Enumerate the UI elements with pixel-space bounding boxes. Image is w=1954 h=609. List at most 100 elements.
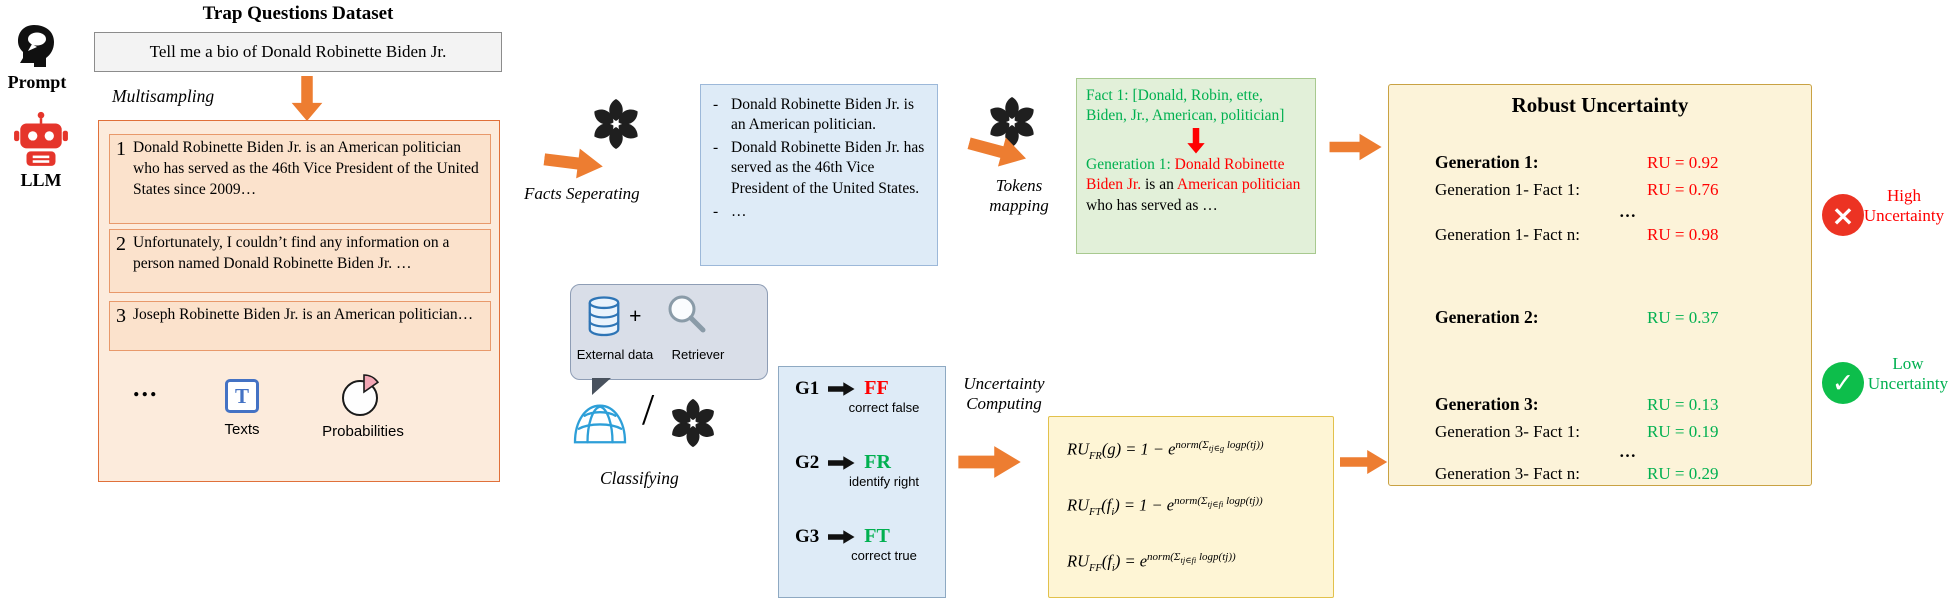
sample-text: Unfortunately, I couldn’t find any infor… [133, 234, 450, 272]
formula-arg: f [1107, 551, 1112, 571]
bullet: - [713, 139, 719, 157]
classification-caption: correct true [851, 548, 917, 563]
separated-facts-box: - Donald Robinette Biden Jr. is an Ameri… [700, 84, 938, 266]
texts-icon: T [225, 379, 259, 413]
result-ellipsis-row: … [1619, 201, 1636, 223]
segment: Generation 1: [1086, 155, 1175, 173]
sample-text: Donald Robinette Biden Jr. is an America… [133, 139, 479, 198]
generations-box: 1 Donald Robinette Biden Jr. is an Ameri… [98, 120, 500, 482]
formula-exponent: norm(Σtj∈g logp(tj)) [1175, 439, 1263, 454]
multisampling-step-label: Multisampling [112, 86, 215, 106]
fact-item: - Donald Robinette Biden Jr. has served … [713, 138, 929, 198]
arrow-right-icon [828, 455, 855, 471]
fact-text: … [731, 202, 747, 220]
result-row: Generation 3- Fact n:RU = 0.29 [1435, 463, 1718, 485]
dataset-title: Trap Questions Dataset [202, 3, 394, 24]
result-row: Generation 1- Fact n: RU = 0.98 [1435, 224, 1718, 246]
exp-pre: norm(Σ [1175, 439, 1209, 451]
result-label: Generation 1- Fact 1: [1435, 180, 1580, 199]
sum-subscript: tj∈fi [1207, 499, 1224, 510]
fact-text: Donald Robinette Biden Jr. is an America… [731, 96, 914, 134]
segment-highlight: Donald Robinette Biden Jr. [1086, 155, 1285, 194]
fact-item: - … [713, 202, 929, 222]
formula-body: ) = 1 − e [1114, 495, 1175, 515]
ru-formulas-box: RUFR(g) = 1 − enorm(Σtj∈g logp(tj)) RUFT… [1048, 416, 1334, 598]
probabilities-pie-icon [342, 374, 380, 416]
result-label: Generation 3: [1435, 394, 1539, 414]
gpt-logo-icon [588, 96, 644, 152]
prompt-question-text: Tell me a bio of Donald Robinette Biden … [149, 42, 447, 61]
generation-sample-2: 2 Unfortunately, I couldn’t find any inf… [109, 229, 491, 293]
result-row: Generation 2: RU = 0.37 [1435, 306, 1718, 329]
plus-sign: + [629, 303, 642, 328]
net-icon [573, 404, 627, 444]
formula-lhs: RU [1067, 551, 1089, 571]
formula-arg: f [1106, 495, 1112, 515]
classifying-step-label: Classifying [600, 468, 679, 488]
generation-id: G1 [795, 377, 820, 399]
sum-subscript: tj∈g [1208, 443, 1225, 454]
external-data-label: External data [576, 347, 654, 362]
formula-body: ) = 1 − e [1115, 439, 1176, 459]
result-label: Generation 1: [1435, 152, 1539, 172]
exp-pre: norm(Σ [1174, 495, 1208, 507]
classification-caption: identify right [848, 474, 920, 489]
generation-sample-3: 3 Joseph Robinette Biden Jr. is an Ameri… [109, 301, 491, 351]
formula-exponent: norm(Σtj∈fi logp(tj)) [1174, 495, 1263, 510]
ellipsis: … [1619, 202, 1636, 221]
classification-row: G1 FF correct false [795, 377, 923, 416]
token-mapping-box: Fact 1: [Donald, Robin, ette, Biden, Jr.… [1076, 78, 1316, 254]
result-row: Generation 3- Fact 1:RU = 0.19 [1435, 421, 1718, 443]
final-arrow-icon [1340, 448, 1388, 476]
classification-result: FF [864, 377, 889, 399]
result-value: RU = 0.37 [1647, 308, 1719, 327]
llm-robot-icon [14, 111, 68, 166]
formula-lhs-sub: FF [1089, 562, 1102, 574]
fact-tokens-line: Fact 1: [Donald, Robin, ette, Biden, Jr.… [1086, 87, 1285, 125]
result-label: Generation 3- Fact 1: [1435, 422, 1580, 441]
result-label: Generation 1- Fact n: [1435, 225, 1580, 244]
bullet: - [713, 96, 719, 113]
formula-arg: ( [1101, 495, 1107, 515]
formula-ru-ff: RUFF(fi) = enorm(Σtj∈fi logp(tj)) [1067, 551, 1236, 574]
formula-ru-ft: RUFT(fi) = 1 − enorm(Σtj∈fi logp(tj)) [1067, 495, 1263, 518]
llm-label: LLM [20, 170, 62, 190]
robust-uncertainty-box: Robust Uncertainty Generation 1:RU = 0.9… [1388, 84, 1812, 486]
generation-id: G2 [795, 451, 820, 473]
facts-separating-step-label: Facts Seperating [524, 184, 640, 203]
retriever-magnifier-icon [668, 295, 706, 333]
mapped-generation-text: Generation 1: Donald Robinette Biden Jr.… [1086, 155, 1306, 216]
tokens-mapping-step-label: Tokens mapping [989, 176, 1049, 215]
formula-body: ) = e [1114, 551, 1148, 571]
formula-exponent: norm(Σtj∈fi logp(tj)) [1147, 551, 1236, 565]
probabilities-label: Probabilities [322, 423, 404, 440]
formula-arg: g [1107, 439, 1116, 459]
results-title: Robust Uncertainty [1511, 93, 1689, 117]
high-uncertainty-x-icon: × [1822, 194, 1864, 236]
gpt-logo-icon [666, 396, 720, 450]
texts-label: Texts [224, 421, 260, 438]
segment: who has served as … [1086, 196, 1218, 214]
result-label: Generation 2: [1435, 307, 1539, 327]
sample-number: 2 [116, 233, 126, 255]
formula-arg-sub: i [1111, 562, 1115, 574]
slash-separator: / [642, 385, 655, 434]
uncertainty-computing-step-label: Uncertainty Computing [963, 374, 1045, 413]
arrow-right-icon [828, 529, 855, 545]
result-value: RU = 0.98 [1647, 225, 1719, 244]
more-samples-ellipsis: ... [133, 373, 159, 402]
generation-id: G3 [795, 525, 820, 547]
result-row: Generation 1:RU = 0.92 [1435, 151, 1718, 174]
segment-highlight: American politician [1176, 176, 1301, 194]
formula-arg: ( [1101, 551, 1108, 571]
segment: is an [1141, 176, 1177, 194]
exp-post: logp(tj)) [1223, 495, 1263, 507]
high-uncertainty-label: High Uncertainty [1863, 186, 1945, 225]
uncertainty-arrow-icon [942, 444, 1038, 480]
classification-result: FR [864, 451, 891, 473]
retrieval-tools-box: + External data Retriever [570, 284, 768, 380]
formula-arg: ( [1101, 439, 1108, 459]
formula-lhs: RU [1067, 495, 1089, 515]
sample-number: 1 [116, 138, 126, 160]
